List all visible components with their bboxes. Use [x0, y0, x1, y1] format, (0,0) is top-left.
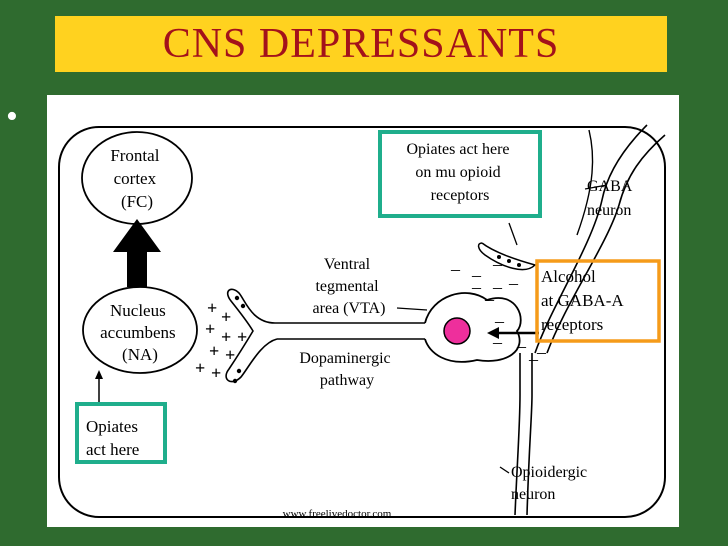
nucleus-accumbens-oval: [82, 286, 198, 374]
gaba-pointer: [584, 184, 608, 190]
alcohol-arrow-head-icon: [487, 327, 499, 339]
svg-text:+: +: [211, 363, 221, 383]
svg-text:–: –: [508, 273, 519, 293]
plus-signs: + + + + + + + + +: [195, 298, 247, 383]
vta-label: Ventral tegmental area (VTA): [313, 256, 386, 317]
opiates-mu-box: [378, 130, 542, 218]
gaba-branch: [576, 129, 594, 236]
svg-text:–: –: [484, 289, 495, 309]
thin-arrow-head-icon: [95, 370, 103, 379]
cns-diagram: Frontal cortex (FC) Nucleus accumbens (N…: [58, 124, 666, 520]
svg-text:+: +: [221, 327, 231, 347]
opioid-vesicles: [497, 255, 521, 267]
svg-text:–: –: [492, 332, 503, 352]
opioidergic-label: Opioidergic neuron: [511, 464, 591, 503]
soma-nucleus: [443, 317, 471, 345]
opioidergic-neuron: [514, 353, 533, 516]
alcohol-box: [535, 259, 661, 343]
diagram-panel: Frontal cortex (FC) Nucleus accumbens (N…: [47, 95, 679, 527]
bullet-point: •: [6, 98, 18, 135]
gaba-neuron-label: GABA neuron: [587, 178, 635, 219]
mu-pointer: [508, 222, 518, 246]
svg-text:–: –: [528, 349, 539, 369]
opiates-na-label: Opiates act here: [86, 417, 142, 459]
svg-text:–: –: [492, 277, 503, 297]
alcohol-label: Alcohol at GABA-A receptors: [541, 267, 627, 334]
svg-text:–: –: [536, 342, 547, 362]
svg-text:–: –: [471, 277, 482, 297]
svg-text:+: +: [237, 327, 247, 347]
svg-text:+: +: [209, 341, 219, 361]
up-arrow-icon: [113, 219, 161, 287]
diagram-frame: [58, 126, 666, 518]
title-bar: CNS DEPRESSANTS: [55, 16, 667, 72]
frontal-cortex-label: Frontal cortex (FC): [110, 146, 163, 211]
svg-text:+: +: [225, 345, 235, 365]
gaba-neuron-line-b: [546, 134, 666, 354]
svg-text:+: +: [205, 319, 215, 339]
opioid-terminal: [477, 242, 537, 271]
slide-title: CNS DEPRESSANTS: [162, 21, 560, 67]
opioidergic-pointer: [499, 466, 510, 474]
svg-text:–: –: [471, 265, 482, 285]
nucleus-accumbens-label: Nucleus accumbens (NA): [100, 301, 180, 364]
opiates-na-box: [75, 402, 167, 464]
svg-text:–: –: [492, 254, 503, 274]
svg-text:–: –: [450, 259, 461, 279]
svg-text:+: +: [221, 307, 231, 327]
vta-pointer: [396, 307, 428, 311]
svg-text:–: –: [494, 311, 505, 331]
terminal-vesicles: [232, 295, 246, 384]
vta-soma: [424, 292, 522, 363]
opiates-mu-label: Opiates act here on mu opioid receptors: [406, 141, 513, 204]
minus-signs: ––– ––– ––– –––: [450, 254, 547, 369]
svg-text:+: +: [207, 298, 217, 318]
watermark: www.freelivedoctor.com: [283, 508, 392, 520]
dopamine-terminal: [225, 288, 278, 383]
dopaminergic-label: Dopaminergic pathway: [299, 350, 394, 389]
gaba-neuron-line-a: [534, 124, 648, 354]
dopamine-axon: [275, 322, 425, 340]
svg-text:+: +: [195, 358, 205, 378]
svg-text:–: –: [516, 336, 527, 356]
